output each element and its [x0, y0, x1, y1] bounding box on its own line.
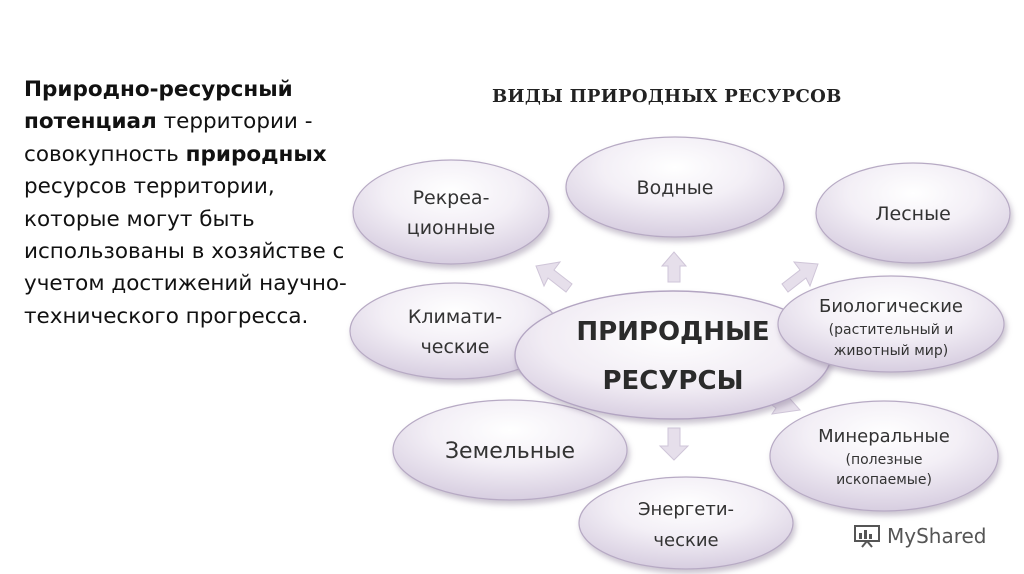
- node-energeticheskie: Энергети- ческие: [578, 476, 794, 570]
- definition-term-2: потенциал: [24, 109, 157, 135]
- node-rekreacionnye-label-2: ционные: [407, 217, 495, 239]
- node-energeticheskie-label-2: ческие: [653, 530, 718, 551]
- definition-text: Природно-ресурсный потенциал территории …: [24, 74, 354, 333]
- node-mineralnye-label-1: Минеральные: [818, 426, 950, 447]
- node-klimaticheskie-label-2: ческие: [421, 336, 490, 358]
- node-lesnye-label: Лесные: [875, 203, 951, 225]
- node-rekreacionnye: Рекреа- ционные: [352, 159, 550, 265]
- node-biologicheskie-label-1: Биологические: [819, 296, 963, 317]
- node-biologicheskie-label-3: животный мир): [834, 343, 948, 359]
- node-mineralnye-label-3: ископаемые): [836, 472, 932, 488]
- node-vodnye: Водные: [565, 136, 785, 238]
- center-node: ПРИРОДНЫЕ РЕСУРСЫ: [514, 290, 832, 420]
- node-rekreacionnye-label-1: Рекреа-: [413, 187, 490, 209]
- definition-text-1: территории - совокупность: [24, 109, 313, 167]
- watermark: MyShared: [853, 524, 987, 548]
- definition-term-1: Природно-ресурсный: [24, 77, 293, 102]
- arrow-upright-icon: [781, 261, 819, 293]
- arrow-upleft-icon: [535, 261, 573, 293]
- node-lesnye: Лесные: [815, 162, 1011, 264]
- diagram-title: ВИДЫ ПРИРОДНЫХ РЕСУРСОВ: [492, 86, 842, 107]
- node-biologicheskie: Биологические (растительный и животный м…: [777, 275, 1005, 373]
- arrow-up-icon: [660, 251, 688, 283]
- node-energeticheskie-label-1: Энергети-: [638, 499, 734, 520]
- presentation-icon: [854, 525, 880, 548]
- node-klimaticheskie: Климати- ческие: [349, 282, 561, 380]
- center-node-label-2: РЕСУРСЫ: [602, 366, 743, 396]
- node-vodnye-label: Водные: [637, 177, 714, 199]
- node-klimaticheskie-label-1: Климати-: [408, 306, 502, 328]
- center-node-label-1: ПРИРОДНЫЕ: [576, 317, 769, 347]
- node-zemelnye-label: Земельные: [445, 439, 575, 464]
- node-biologicheskie-label-2: (растительный и: [829, 322, 954, 338]
- node-mineralnye-label-2: (полезные: [845, 452, 922, 468]
- arrow-down-icon: [658, 427, 690, 461]
- node-mineralnye: Минеральные (полезные ископаемые): [769, 400, 999, 512]
- definition-term-3: природных: [185, 141, 327, 167]
- definition-text-2: ресурсов территории, которые могут быть …: [24, 174, 347, 329]
- node-zemelnye: Земельные: [392, 399, 628, 501]
- watermark-text: MyShared: [887, 524, 987, 548]
